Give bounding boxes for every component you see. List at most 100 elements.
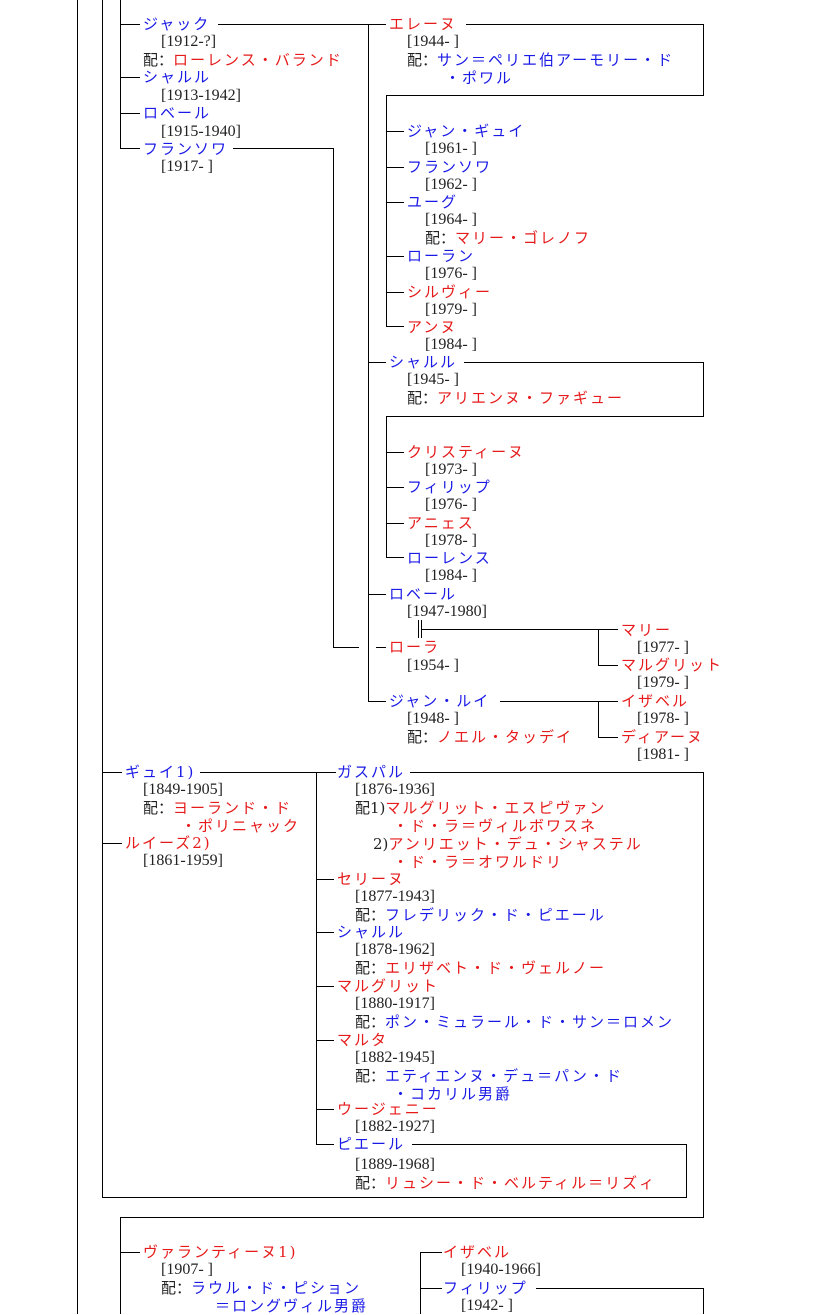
person-dates: [1977- ] xyxy=(637,639,689,656)
person-name[interactable]: ギュイ1) xyxy=(124,763,197,781)
connector-line xyxy=(386,131,404,132)
connector-line xyxy=(102,1197,687,1198)
person-dates: [1945- ] xyxy=(407,371,459,388)
person-name[interactable]: シャルル xyxy=(388,353,459,371)
person-name[interactable]: ローレンス xyxy=(406,549,493,567)
person-name[interactable]: ロベール xyxy=(142,104,213,122)
spouse-name[interactable]: エリザベト・ド・ヴェルノー xyxy=(385,959,607,977)
connector-line xyxy=(420,1288,442,1289)
connector-line xyxy=(466,24,704,25)
connector-line xyxy=(386,487,404,488)
connector-line xyxy=(218,24,386,25)
connector-line xyxy=(368,362,386,363)
person-name[interactable]: ヴァランティーヌ1) xyxy=(142,1243,299,1261)
connector-line xyxy=(120,1217,704,1218)
spouse-name[interactable]: サン＝ペリエ伯アーモリー・ド xyxy=(437,51,675,69)
person-name[interactable]: エレーヌ xyxy=(388,15,459,33)
spouse-name-cont[interactable]: ＝ロングヴィル男爵 xyxy=(215,1297,369,1315)
person-name[interactable]: フランソワ xyxy=(142,140,230,158)
spouse-name-cont[interactable]: ・コカリル男爵 xyxy=(393,1085,513,1103)
spouse-name[interactable]: ヨーランド・ド xyxy=(173,799,293,817)
person-name[interactable]: シルヴィー xyxy=(406,283,494,301)
connector-line xyxy=(686,1144,687,1197)
person-dates: [1976- ] xyxy=(425,496,477,513)
person-name[interactable]: ローラ xyxy=(388,638,442,656)
person-name[interactable]: クリスティーヌ xyxy=(406,443,527,461)
spouse-prefix: 2) xyxy=(373,835,389,853)
spouse-line: ・ポリニャック xyxy=(180,817,301,835)
spouse-prefix: 配： xyxy=(355,1013,386,1031)
spouse-name-cont[interactable]: ・ド・ラ＝オワルドリ xyxy=(393,853,564,871)
spouse-prefix: 配： xyxy=(407,728,438,746)
person-name[interactable]: シャルル xyxy=(142,68,213,86)
person-name[interactable]: ユーグ xyxy=(406,193,460,211)
person-dates: [1947-1980] xyxy=(407,603,487,620)
person-name[interactable]: ジャック xyxy=(142,15,212,33)
person-dates: [1964- ] xyxy=(425,211,477,228)
spouse-name-cont[interactable]: ・ド・ラ＝ヴィルボワスネ xyxy=(393,817,598,835)
spouse-name[interactable]: フレデリック・ド・ピエール xyxy=(385,906,606,924)
person-name[interactable]: フィリップ xyxy=(406,478,493,496)
connector-line xyxy=(316,772,317,1145)
spouse-name[interactable]: ラウル・ド・ピション xyxy=(191,1279,362,1297)
connector-line xyxy=(77,0,78,1314)
connector-line xyxy=(376,647,386,648)
spouse-name[interactable]: エティエンヌ・デュ＝パン・ド xyxy=(385,1067,623,1085)
spouse-name[interactable]: マルグリット・エスピヴァン xyxy=(385,799,607,817)
person-name[interactable]: ジャン・ギュイ xyxy=(406,122,527,140)
person-name[interactable]: ピエール xyxy=(336,1135,407,1153)
person-name[interactable]: ジャン・ルイ xyxy=(388,692,492,710)
person-name[interactable]: マルグリット xyxy=(336,977,441,995)
person-name[interactable]: アンヌ xyxy=(406,318,459,336)
person-dates: [1917- ] xyxy=(161,158,213,175)
spouse-line: 配：アリエンヌ・ファギュー xyxy=(406,389,625,407)
spouse-name[interactable]: ローレンス・バランド xyxy=(173,51,343,69)
person-name[interactable]: フランソワ xyxy=(406,158,494,176)
connector-line xyxy=(412,1144,687,1145)
connector-line xyxy=(420,1252,442,1253)
spouse-name[interactable]: アリエンヌ・ファギュー xyxy=(437,389,625,407)
spouse-line: 配：サン＝ペリエ伯アーモリー・ド xyxy=(406,51,675,69)
connector-line xyxy=(703,772,704,1218)
spouse-line: 配：エティエンヌ・デュ＝パン・ド xyxy=(354,1067,624,1085)
spouse-name[interactable]: ノエル・タッデイ xyxy=(437,728,574,746)
person-name[interactable]: ウージェニー xyxy=(336,1100,440,1118)
connector-line xyxy=(316,1040,334,1041)
connector-line xyxy=(120,148,140,149)
person-name[interactable]: イザベル xyxy=(620,692,691,710)
spouse-line: 2)アンリエット・デュ・シャステル xyxy=(372,835,644,853)
person-name[interactable]: ディアーヌ xyxy=(620,728,706,746)
person-name[interactable]: セリーヌ xyxy=(336,870,407,888)
connector-line xyxy=(386,557,404,558)
connector-line xyxy=(598,737,618,738)
person-name[interactable]: フィリップ xyxy=(442,1279,529,1297)
person-dates: [1944- ] xyxy=(407,33,459,50)
person-name[interactable]: マリー xyxy=(620,621,674,639)
connector-line xyxy=(316,879,334,880)
connector-line xyxy=(120,24,140,25)
person-name[interactable]: マルタ xyxy=(336,1031,390,1049)
spouse-name-cont[interactable]: ・ポリニャック xyxy=(181,817,301,835)
person-dates: [1882-1927] xyxy=(355,1118,435,1135)
spouse-name[interactable]: ポン・ミュラール・ド・サン＝ロメン xyxy=(385,1013,675,1031)
spouse-name-cont[interactable]: ・ポワル xyxy=(445,69,514,87)
person-name[interactable]: ローラン xyxy=(406,247,477,265)
connector-line xyxy=(102,0,103,1198)
person-name[interactable]: ガスパル xyxy=(336,763,407,781)
spouse-name[interactable]: アンリエット・デュ・シャステル xyxy=(388,835,643,853)
spouse-prefix: 配： xyxy=(407,51,438,69)
person-name[interactable]: ルイーズ2) xyxy=(124,834,213,852)
person-dates: [1942- ] xyxy=(461,1297,513,1314)
person-name[interactable]: シャルル xyxy=(336,923,407,941)
spouse-name[interactable]: リュシー・ド・ベルティル＝リズィ xyxy=(385,1174,657,1192)
connector-line xyxy=(386,256,404,257)
person-name[interactable]: ロベール xyxy=(388,585,459,603)
spouse-name[interactable]: マリー・ゴレノフ xyxy=(455,229,592,247)
person-name[interactable]: マルグリット xyxy=(620,656,725,674)
person-dates: [1973- ] xyxy=(425,461,477,478)
person-name[interactable]: イザベル xyxy=(442,1243,513,1261)
connector-line xyxy=(368,701,386,702)
person-dates: [1978- ] xyxy=(637,710,689,727)
spouse-line: ・ド・ラ＝ヴィルボワスネ xyxy=(392,817,598,835)
person-name[interactable]: アニェス xyxy=(406,514,476,532)
